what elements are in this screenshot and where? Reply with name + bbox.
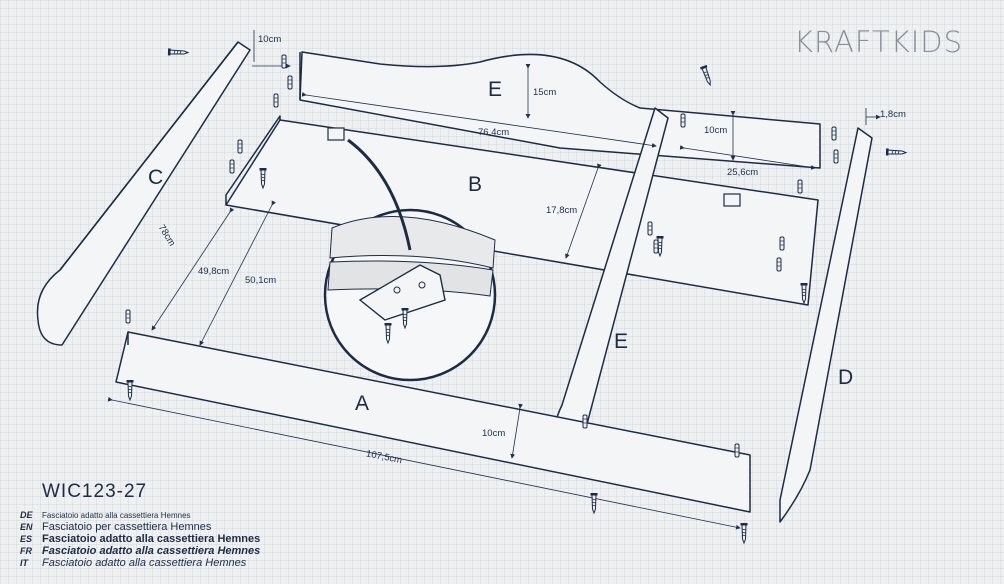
lang-code-es: ES bbox=[20, 534, 33, 544]
dim-1075cm: 107,5cm bbox=[365, 448, 403, 466]
product-code: WIC123-27 bbox=[42, 481, 148, 502]
part-label-a: A bbox=[355, 392, 369, 415]
board-c bbox=[36, 41, 251, 346]
dim-15cm: 15cm bbox=[533, 87, 556, 98]
dim-10cm-bottom: 10cm bbox=[482, 428, 505, 439]
lang-text-es: Fasciatoio adatto alla cassettiera Hemne… bbox=[42, 533, 261, 545]
board-d bbox=[779, 127, 873, 523]
dim-256cm: 25,6cm bbox=[727, 167, 758, 178]
part-label-d: D bbox=[838, 366, 853, 389]
dim-178cm: 17,8cm bbox=[546, 205, 577, 216]
brand-logo: KRAFTKIDS bbox=[794, 25, 963, 59]
dim-18cm: 1,8cm bbox=[880, 109, 906, 120]
board-e-mid bbox=[550, 107, 669, 459]
part-label-c: C bbox=[148, 166, 163, 189]
caption-row-es: ES Fasciatoio adatto alla cassettiera He… bbox=[20, 533, 260, 545]
lang-code-de: DE bbox=[20, 510, 33, 520]
dim-10cm-right: 10cm bbox=[704, 125, 727, 136]
lang-text-it: Fasciatoio adatto alla cassettiera Hemne… bbox=[42, 557, 247, 569]
dim-764cm: 76,4cm bbox=[478, 127, 509, 138]
caption-row-de: DE Fasciatoio adatto alla cassettiera He… bbox=[20, 509, 260, 521]
part-label-b: B bbox=[468, 173, 482, 196]
lang-text-en: Fasciatoio per cassettiera Hemnes bbox=[42, 521, 212, 533]
lang-code-fr: FR bbox=[20, 546, 32, 556]
caption-row-it: IT Fasciatoio adatto alla cassettiera He… bbox=[20, 557, 260, 569]
lang-text-de: Fasciatoio adatto alla cassettiera Hemne… bbox=[42, 511, 191, 520]
lang-code-en: EN bbox=[20, 522, 33, 532]
part-label-e-mid: E bbox=[614, 330, 628, 353]
dim-498cm: 49,8cm bbox=[198, 266, 229, 277]
part-label-e-top: E bbox=[488, 78, 502, 101]
dim-501cm: 50,1cm bbox=[245, 275, 276, 286]
lang-code-it: IT bbox=[20, 558, 28, 568]
detail-magnifier bbox=[323, 138, 497, 382]
dim-10cm-top: 10cm bbox=[258, 34, 281, 45]
dim-78cm: 78cm bbox=[156, 223, 178, 249]
caption-row-en: EN Fasciatoio per cassettiera Hemnes bbox=[20, 521, 260, 533]
lang-text-fr: Fasciatoio adatto alla cassettiera Hemne… bbox=[42, 545, 261, 557]
caption-row-fr: FR Fasciatoio adatto alla cassettiera He… bbox=[20, 545, 260, 557]
product-caption: WIC123-27 DE Fasciatoio adatto alla cass… bbox=[20, 481, 260, 569]
